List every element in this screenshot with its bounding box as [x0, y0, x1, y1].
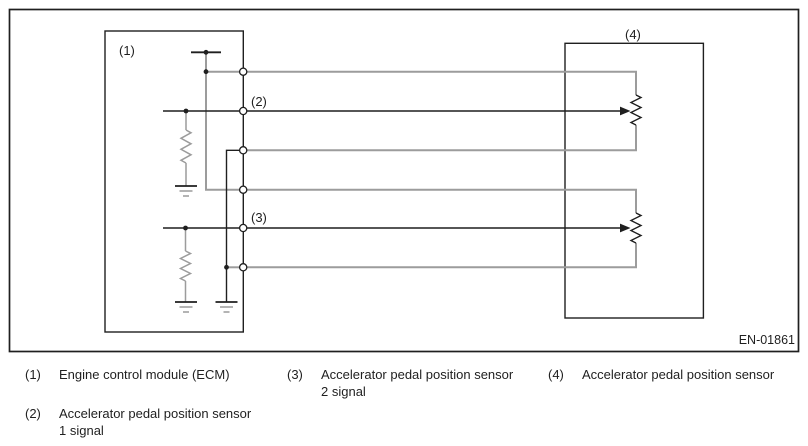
callout-signal2: (3) — [251, 210, 267, 225]
terminal-signal1 — [238, 106, 248, 116]
legend-line: 1 signal — [59, 423, 104, 438]
callout-ecm: (1) — [119, 43, 135, 58]
legend-number: (2) — [25, 406, 41, 421]
ground-icon-2 — [175, 301, 197, 313]
junction-dot — [203, 49, 209, 55]
legend-label: Engine control module (ECM) — [59, 366, 230, 383]
legend-item-3: (3) Accelerator pedal position sensor 2 … — [287, 366, 513, 400]
ground-icon-3 — [215, 301, 238, 313]
ecm-box — [104, 30, 245, 333]
sensor1-return-wire — [246, 125, 637, 152]
junction-dot — [183, 225, 188, 231]
sensor-box — [564, 42, 705, 319]
terminal-supply1 — [238, 67, 248, 76]
legend-number: (4) — [548, 367, 564, 382]
legend-label: Accelerator pedal position sensor — [582, 366, 774, 383]
figure-code: EN-01861 — [738, 333, 795, 347]
junction-dot — [224, 264, 229, 270]
ground-return-line — [225, 149, 240, 302]
callout-sensor: (4) — [625, 27, 641, 42]
legend-item-2: (2) Accelerator pedal position sensor 1 … — [25, 405, 251, 439]
potentiometer-1 — [629, 94, 643, 126]
legend-number: (3) — [287, 367, 303, 382]
resistor-signal1 — [179, 111, 193, 186]
wiper-arrow-icon-2 — [620, 223, 631, 233]
legend-label: Accelerator pedal position sensor 1 sign… — [59, 405, 251, 439]
sensor2-supply-wire — [246, 188, 637, 213]
supply-trunk-wire — [205, 52, 240, 191]
legend-line: Accelerator pedal position sensor — [582, 367, 775, 382]
legend-line: Engine control module (ECM) — [59, 367, 230, 382]
sensor2-return-wire — [246, 243, 637, 269]
figure-frame — [8, 8, 800, 353]
potentiometer-2 — [629, 212, 643, 244]
legend-line: 2 signal — [321, 384, 366, 399]
legend-label: Accelerator pedal position sensor 2 sign… — [321, 366, 513, 400]
legend-item-1: (1) Engine control module (ECM) — [25, 366, 230, 383]
terminal-return1 — [238, 146, 248, 155]
legend-number: (1) — [25, 367, 41, 382]
wiper-arrow-icon-1 — [620, 106, 631, 116]
terminal-return2 — [238, 263, 248, 272]
legend-item-4: (4) Accelerator pedal position sensor — [548, 366, 774, 383]
legend-line: Accelerator pedal position sensor — [59, 406, 252, 421]
sensor1-supply-wire — [246, 70, 637, 95]
junction-dot — [183, 108, 189, 114]
legend-line: Accelerator pedal position sensor — [321, 367, 514, 382]
ground-icon-1 — [175, 185, 197, 197]
terminal-signal2 — [238, 223, 248, 233]
junction-dot — [203, 69, 209, 75]
callout-signal1: (2) — [251, 94, 267, 109]
terminal-supply2 — [238, 185, 248, 194]
resistor-signal2 — [178, 228, 193, 302]
